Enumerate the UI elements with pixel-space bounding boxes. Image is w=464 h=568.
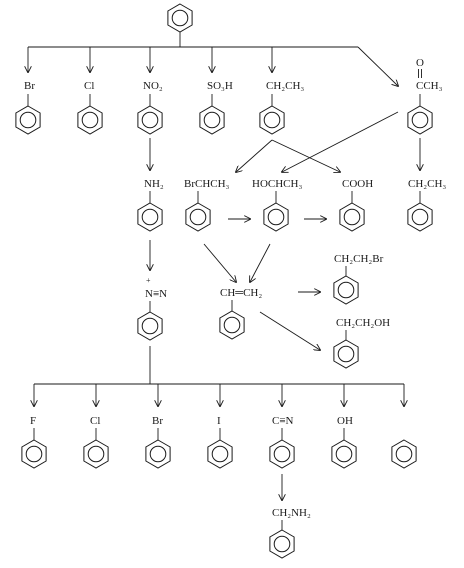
arrow-ethyl-to-bromoethyl: [236, 139, 273, 172]
acetophenone-oxygen: O: [416, 57, 424, 69]
chlorobenzene-label: Cl: [84, 80, 94, 92]
iodobenzene-ring: [207, 439, 233, 469]
arrow-ethyl-to-benzoic-acid: [271, 139, 340, 172]
nitrobenzene-ring: [137, 105, 163, 135]
phenol-label: OH: [337, 415, 353, 427]
hydroxyethyl-product-label: CH₂CH₂OH: [336, 317, 390, 329]
styrene-ring: [219, 310, 245, 340]
bromoethyl-product-label: CH₂CH₂Br: [334, 253, 384, 265]
arrow-to-acetophenone: [357, 46, 398, 86]
nitrobenzene-label: NO₂: [143, 80, 163, 92]
ethylbenzene-right-label: CH₂CH₃: [408, 178, 446, 190]
benzonitrile-ring: [269, 439, 295, 469]
diazonium-label: N≡N: [145, 288, 167, 300]
bromobenzene-ring: [15, 105, 41, 135]
ethylbenzene-label: CH₂CH₃: [266, 80, 304, 92]
phenylethanol-ring: [263, 202, 289, 232]
chlorobenzene-bottom-label: Cl: [90, 415, 100, 427]
benzylamine-ring: [269, 529, 295, 559]
sulfonic-acid-label: SO₃H: [207, 80, 233, 92]
acetophenone-ring: [407, 105, 433, 135]
fluorobenzene-ring: [21, 439, 47, 469]
bromobenzene-label: Br: [24, 80, 35, 92]
benzylamine-label: CH₂NH₂: [272, 507, 311, 519]
styrene-label: CH═CH₂: [220, 287, 262, 299]
bromoethyl-label: BrCHCH₃: [184, 178, 230, 190]
aniline-ring: [137, 202, 163, 232]
bromobenzene-bottom-ring: [145, 439, 171, 469]
benzonitrile-label: C≡N: [272, 415, 294, 427]
acetophenone-label: CCH₃: [416, 80, 443, 92]
iodobenzene-label: I: [217, 415, 221, 427]
chlorobenzene-bottom-ring: [83, 439, 109, 469]
chlorobenzene-ring: [77, 105, 103, 135]
sulfonic-acid-ring: [199, 105, 225, 135]
bromoethyl-ring: [185, 202, 211, 232]
hydroxyethyl-product-ring: [333, 339, 359, 369]
aniline-label: NH₂: [144, 178, 164, 190]
bromobenzene-bottom-label: Br: [152, 415, 163, 427]
fluorobenzene-label: F: [30, 415, 36, 427]
phenol-ring: [331, 439, 357, 469]
arrow-styrene-to-hydroxyethyl: [259, 311, 320, 350]
diazonium-ring: [137, 311, 163, 341]
arrow-phenylethanol-to-styrene: [250, 243, 271, 282]
benzene-product-ring: [391, 439, 417, 469]
diazonium-charge: +: [146, 276, 151, 285]
benzoic-acid-label: COOH: [342, 178, 373, 190]
arrow-acetophenone-to-phenylethanol: [282, 111, 399, 172]
bromoethyl-product-ring: [333, 275, 359, 305]
benzoic-acid-ring: [339, 202, 365, 232]
arrow-bromoethyl-to-styrene: [203, 243, 236, 282]
ethylbenzene-ring: [259, 105, 285, 135]
phenylethanol-label: HOCHCH₃: [252, 178, 302, 190]
benzene-start: [167, 3, 193, 33]
ethylbenzene-right-ring: [407, 202, 433, 232]
